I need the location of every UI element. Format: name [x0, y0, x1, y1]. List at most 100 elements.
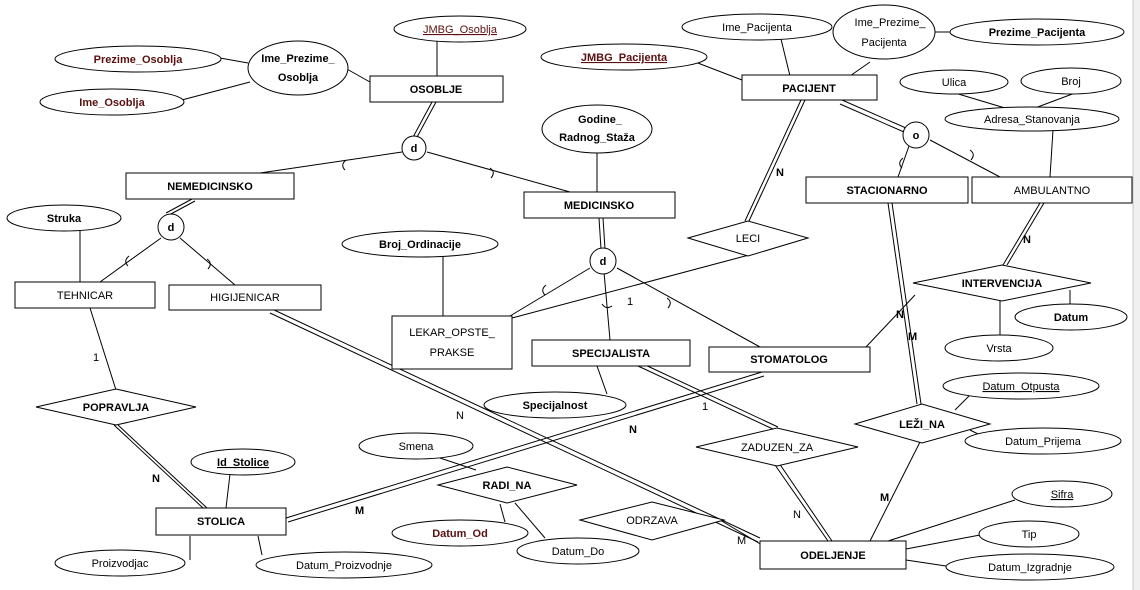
attr-ime-pacijenta: Ime_Pacijenta	[681, 13, 833, 41]
spec-label: d	[600, 256, 607, 268]
attr-datum-prijema: Datum_Prijema	[964, 427, 1122, 455]
attr-label: Prezime_Osoblja	[94, 54, 184, 66]
cardinality-labels: N 1 N M 1 N N M N M 1 N N M	[93, 167, 1031, 547]
attr-label: Broj_Ordinacije	[379, 239, 461, 251]
attr-ime-prezime-pacijenta: Ime_Prezime_ Pacijenta	[832, 4, 936, 60]
attr-label: Ulica	[942, 77, 967, 89]
attr-proizvodjac: Proizvodjac	[54, 549, 186, 577]
attr-datum-od: Datum_Od	[391, 519, 529, 547]
entity-stacionarno[interactable]: STACIONARNO	[805, 176, 969, 204]
entity-medicinsko[interactable]: MEDICINSKO	[523, 191, 676, 219]
connector-lines	[79, 31, 1076, 567]
entity-stomatolog[interactable]: STOMATOLOG	[708, 346, 871, 373]
attr-label: Osoblja	[278, 72, 319, 84]
entity-label: PRAKSE	[430, 347, 475, 359]
cardinality-interv-n: N	[1023, 234, 1031, 246]
attr-label: Broj	[1061, 76, 1081, 88]
attr-jmbg-pacijenta: JMBG_Pacijenta	[540, 43, 708, 71]
spec-circle-pacijent: o	[902, 121, 930, 149]
entity-label: SPECIJALISTA	[572, 348, 650, 360]
entity-label: STACIONARNO	[846, 185, 928, 197]
entity-nemedicinsko[interactable]: NEMEDICINSKO	[125, 172, 295, 200]
rel-popravlja[interactable]: POPRAVLJA	[35, 388, 197, 426]
attr-id-stolice: Id_Stolice	[190, 448, 296, 476]
attr-label: Ime_Osoblja	[79, 97, 145, 109]
attr-label: Proizvodjac	[92, 558, 149, 570]
spec-circle-medicinsko: d	[589, 247, 617, 275]
rel-label: LECI	[736, 233, 760, 245]
rel-radi-na[interactable]: RADI_NA	[436, 466, 578, 504]
rel-label: LEŽI_NA	[899, 418, 945, 431]
entity-label: MEDICINSKO	[564, 200, 635, 212]
attr-tip: Tip	[978, 520, 1080, 548]
attr-vrsta: Vrsta	[944, 334, 1054, 362]
attr-label: Specijalnost	[523, 400, 588, 412]
entity-specijalista[interactable]: SPECIJALISTA	[531, 339, 691, 367]
cardinality-popravlja-n: N	[152, 473, 160, 485]
attr-ulica: Ulica	[899, 69, 1009, 95]
attr-struka: Struka	[6, 204, 122, 232]
rel-odrzava[interactable]: ODRZAVA	[578, 501, 726, 541]
entity-label: TEHNICAR	[57, 290, 113, 302]
attr-jmbg-osoblja: JMBG_Osoblja	[393, 15, 527, 43]
rel-label: RADI_NA	[483, 480, 532, 492]
entity-label: STOMATOLOG	[750, 354, 828, 366]
attr-prezime-osoblja: Prezime_Osoblja	[54, 45, 222, 73]
attr-label: Ime_Prezime_	[261, 53, 335, 65]
attr-datum-do: Datum_Do	[516, 537, 640, 565]
attr-prezime-pacijenta: Prezime_Pacijenta	[949, 18, 1125, 46]
attr-label: JMBG_Pacijenta	[581, 52, 668, 64]
entity-stolica[interactable]: STOLICA	[155, 507, 287, 536]
entity-label: ODELJENJE	[800, 550, 865, 562]
entity-odeljenje[interactable]: ODELJENJE	[759, 540, 907, 570]
attr-label: Adresa_Stanovanja	[984, 114, 1081, 126]
cardinality-odrzava-m: M	[737, 535, 746, 547]
attr-adresa-stanovanja: Adresa_Stanovanja	[944, 106, 1120, 132]
attr-datum-intervencije: Datum	[1014, 303, 1128, 331]
attr-label: Datum_Otpusta	[982, 381, 1060, 393]
entity-higijenicar[interactable]: HIGIJENICAR	[168, 284, 322, 311]
attr-label: Struka	[47, 213, 82, 225]
entity-lekar-opste-prakse[interactable]: LEKAR_OPSTE_ PRAKSE	[391, 315, 513, 370]
attr-label: Prezime_Pacijenta	[989, 27, 1086, 39]
rel-label: ZADUZEN_ZA	[741, 442, 814, 454]
spec-label: d	[168, 222, 175, 234]
rel-intervencija[interactable]: INTERVENCIJA	[912, 264, 1092, 302]
cardinality-radi-n: N	[629, 424, 637, 436]
rel-zaduzen-za[interactable]: ZADUZEN_ZA	[695, 427, 859, 467]
attr-sifra: Sifra	[1011, 480, 1113, 508]
entity-label: HIGIJENICAR	[210, 292, 280, 304]
attr-label: Ime_Pacijenta	[722, 22, 793, 34]
attr-godine-radnog-staza: Godine_ Radnog_Staža	[541, 104, 653, 154]
attr-label: JMBG_Osoblja	[423, 24, 498, 36]
cardinality-zaduzen-1: 1	[702, 401, 708, 413]
rel-label: INTERVENCIJA	[962, 278, 1043, 290]
entity-label: PACIJENT	[782, 83, 836, 95]
entity-osoblje[interactable]: OSOBLJE	[369, 75, 504, 103]
attr-label: Datum_Od	[432, 528, 488, 540]
attr-ime-osoblja: Ime_Osoblja	[39, 88, 185, 116]
attr-label: Sifra	[1051, 489, 1075, 501]
scrollbar[interactable]	[1132, 0, 1140, 590]
attr-label: Id_Stolice	[217, 457, 269, 469]
attr-broj: Broj	[1020, 67, 1122, 95]
attr-label: Tip	[1022, 529, 1037, 541]
attr-label: Datum	[1054, 312, 1088, 324]
entity-tehnicar[interactable]: TEHNICAR	[14, 281, 156, 309]
entity-label: OSOBLJE	[410, 84, 463, 96]
entity-pacijent[interactable]: PACIJENT	[741, 74, 878, 101]
cardinality-lezi-n: N	[896, 309, 904, 321]
attr-label: Datum_Izgradnje	[988, 562, 1072, 574]
spec-circle-nemedicinsko: d	[157, 213, 185, 241]
attr-label: Radnog_Staža	[559, 132, 636, 144]
entity-ambulantno[interactable]: AMBULANTNO	[971, 176, 1133, 204]
attr-label: Godine_	[578, 114, 623, 126]
spec-label: o	[913, 130, 920, 142]
rel-lezi-na[interactable]: LEŽI_NA	[853, 403, 992, 444]
spec-circle-osoblje: d	[401, 135, 427, 161]
attr-datum-izgradnje: Datum_Izgradnje	[945, 553, 1115, 581]
cardinality-leci-n: N	[776, 167, 784, 179]
attr-ime-prezime-osoblja: Ime_Prezime_ Osoblja	[247, 40, 349, 96]
spec-label: d	[411, 143, 418, 155]
rel-leci[interactable]: LECI	[686, 220, 810, 257]
